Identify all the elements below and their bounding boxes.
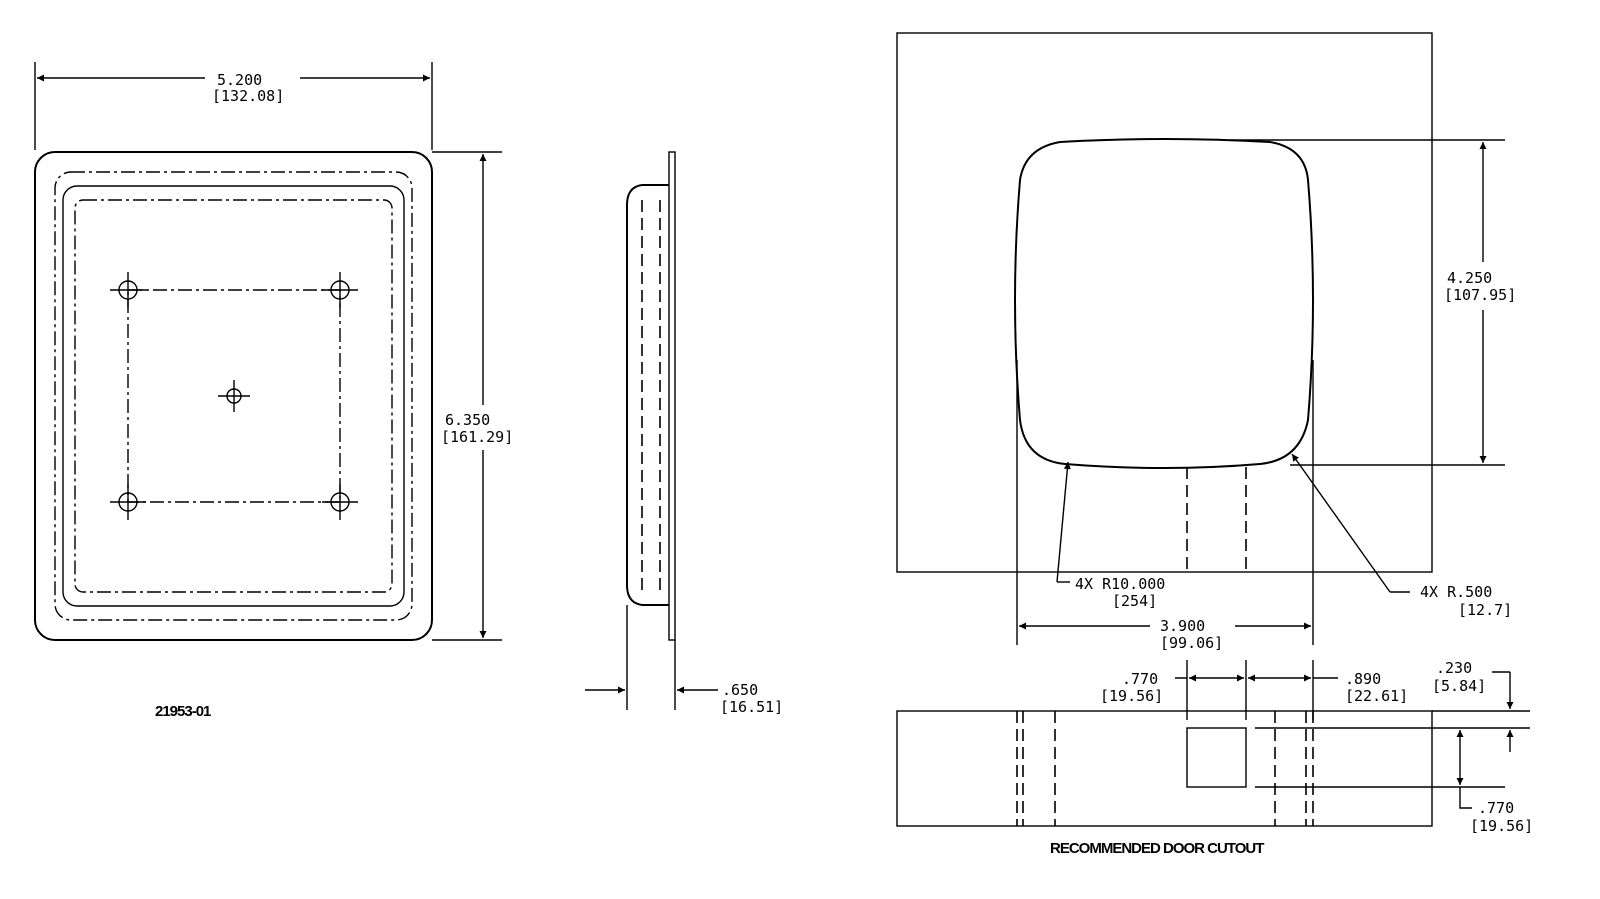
slot-height-mm: [19.56] — [1470, 817, 1533, 835]
slot-right-mm: [22.61] — [1345, 687, 1408, 705]
outer-flange — [34, 151, 433, 641]
slot-height-in: .770 — [1478, 799, 1514, 817]
small-radius-in: 4X R.500 — [1420, 583, 1492, 601]
front-view: 5.200 [132.08] 6.350 [161.29] 21953-01 — [34, 62, 513, 720]
depth-dim-in: .650 — [722, 681, 758, 699]
cutout-height-in: 4.250 — [1447, 269, 1492, 287]
cutout-view: 4.250 [107.95] 4X R10.000 [254] 4X R.500… — [896, 32, 1533, 857]
body-outline — [62, 185, 405, 607]
slot-section — [1186, 727, 1247, 788]
center-mark — [218, 380, 250, 412]
slot-offset-in: .770 — [1122, 670, 1158, 688]
height-dim-mm: [161.29] — [441, 428, 513, 446]
slot-right-in: .890 — [1345, 670, 1381, 688]
depth-dim-mm: [16.51] — [720, 698, 783, 716]
cutout-width-mm: [99.06] — [1160, 634, 1223, 652]
body-inner-line — [74, 199, 393, 593]
height-dim-in: 6.350 — [445, 411, 490, 429]
top-offset-in: .230 — [1436, 659, 1472, 677]
side-view: .650 [16.51] — [585, 151, 783, 716]
mounting-pattern — [127, 289, 341, 503]
flange-hidden-line — [54, 171, 413, 621]
large-radius-in: 4X R10.000 — [1075, 575, 1165, 593]
side-body — [626, 184, 669, 606]
width-dim-mm: [132.08] — [212, 87, 284, 105]
door-edge-view — [896, 710, 1433, 827]
cutout-shape — [1014, 138, 1314, 469]
top-offset-mm: [5.84] — [1432, 677, 1486, 695]
small-radius-mm: [12.7] — [1458, 601, 1512, 619]
part-number: 21953-01 — [155, 703, 211, 720]
door-panel — [896, 32, 1433, 573]
width-dim-in: 5.200 — [217, 71, 262, 89]
mounting-holes — [110, 272, 358, 520]
slot-offset-mm: [19.56] — [1100, 687, 1163, 705]
side-flange — [668, 151, 676, 641]
cutout-caption: RECOMMENDED DOOR CUTOUT — [1050, 840, 1264, 857]
large-radius-mm: [254] — [1112, 592, 1157, 610]
cutout-height-mm: [107.95] — [1444, 286, 1516, 304]
cutout-width-in: 3.900 — [1160, 617, 1205, 635]
